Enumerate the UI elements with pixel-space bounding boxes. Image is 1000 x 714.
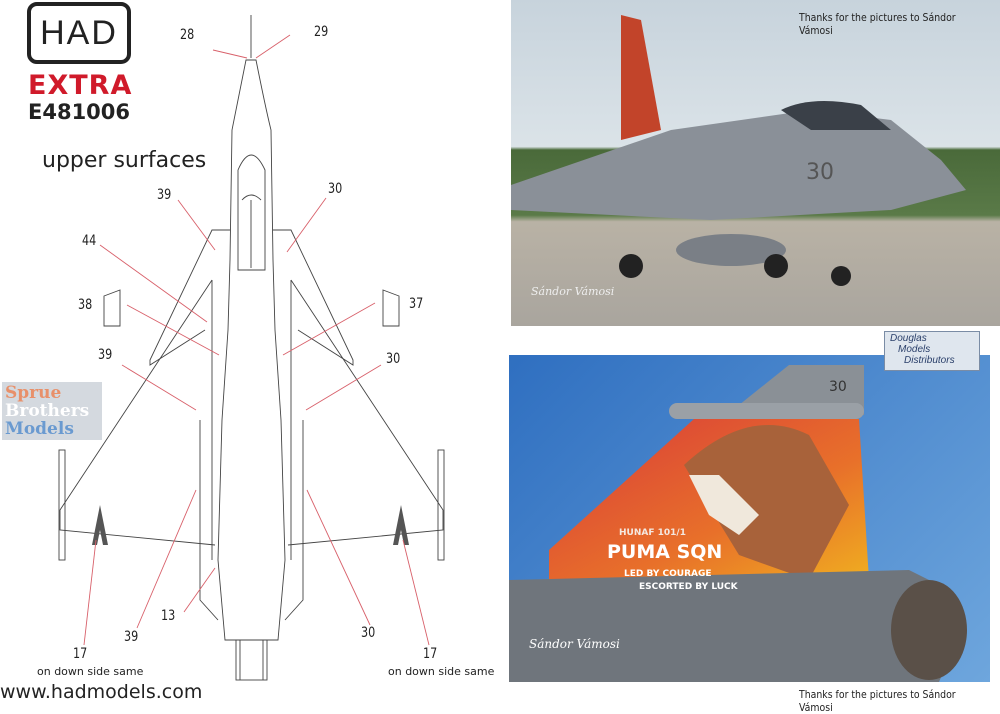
watermark-line: Models <box>898 344 931 355</box>
tail-motto-2: ESCORTED BY LUCK <box>639 582 738 592</box>
callout-39: 39 <box>157 187 172 203</box>
callout-38: 38 <box>78 297 93 313</box>
callout-13: 13 <box>161 608 176 624</box>
photographer-signature: Sándor Vámosi <box>531 285 615 298</box>
douglas-models-watermark: Douglas Models Distributors <box>884 331 980 371</box>
tail-squadron: PUMA SQN <box>607 541 723 563</box>
aircraft-photo-shape <box>511 15 966 286</box>
photo-gripen-ground: 30 Thanks for the pictures to Sándor Vám… <box>511 0 1000 326</box>
aircraft-number: 30 <box>806 160 834 185</box>
photographer-signature: Sándor Vámosi <box>529 637 620 651</box>
callout-17: 17 <box>423 646 438 662</box>
callout-30: 30 <box>386 351 401 367</box>
had-logo: HAD <box>27 2 131 64</box>
note-down-side: on down side same <box>37 665 144 678</box>
product-code: E481006 <box>28 100 131 124</box>
watermark-line: Douglas <box>890 333 927 344</box>
logo-text: HAD <box>40 13 118 52</box>
callout-30: 30 <box>361 625 376 641</box>
watermark-line: Brothers <box>5 401 90 421</box>
photo-puma-tail: 30 HUNAF 101/1 PUMA SQN LED BY COURAGE E… <box>509 355 990 682</box>
extra-label: EXTRA <box>28 70 133 101</box>
note-down-side: on down side same <box>388 665 495 678</box>
watermark-line: Distributors <box>904 355 955 366</box>
tail-number: 30 <box>829 379 847 395</box>
callout-39: 39 <box>124 629 139 645</box>
callout-37: 37 <box>409 296 424 312</box>
photo-caption: Thanks for the pictures to Sándor Vámosi <box>799 688 956 714</box>
watermark-line: Models <box>5 419 74 439</box>
tail-unit: HUNAF 101/1 <box>619 528 686 538</box>
callout-28: 28 <box>180 27 195 43</box>
callout-30: 30 <box>328 181 343 197</box>
watermark-line: Sprue <box>5 383 62 403</box>
tail-photo-shape <box>509 365 967 682</box>
photo-caption: Thanks for the pictures to Sándor Vámosi <box>799 11 956 37</box>
sprue-brothers-watermark: Sprue Brothers Models <box>2 382 102 440</box>
tail-motto-1: LED BY COURAGE <box>624 569 712 579</box>
callout-29: 29 <box>314 24 329 40</box>
callout-17: 17 <box>73 646 88 662</box>
callout-39: 39 <box>98 347 113 363</box>
callout-44: 44 <box>82 233 97 249</box>
diagram-title: upper surfaces <box>42 148 207 173</box>
aircraft-upper-view-drawing <box>58 15 445 681</box>
website[interactable]: www.hadmodels.com <box>0 681 203 703</box>
